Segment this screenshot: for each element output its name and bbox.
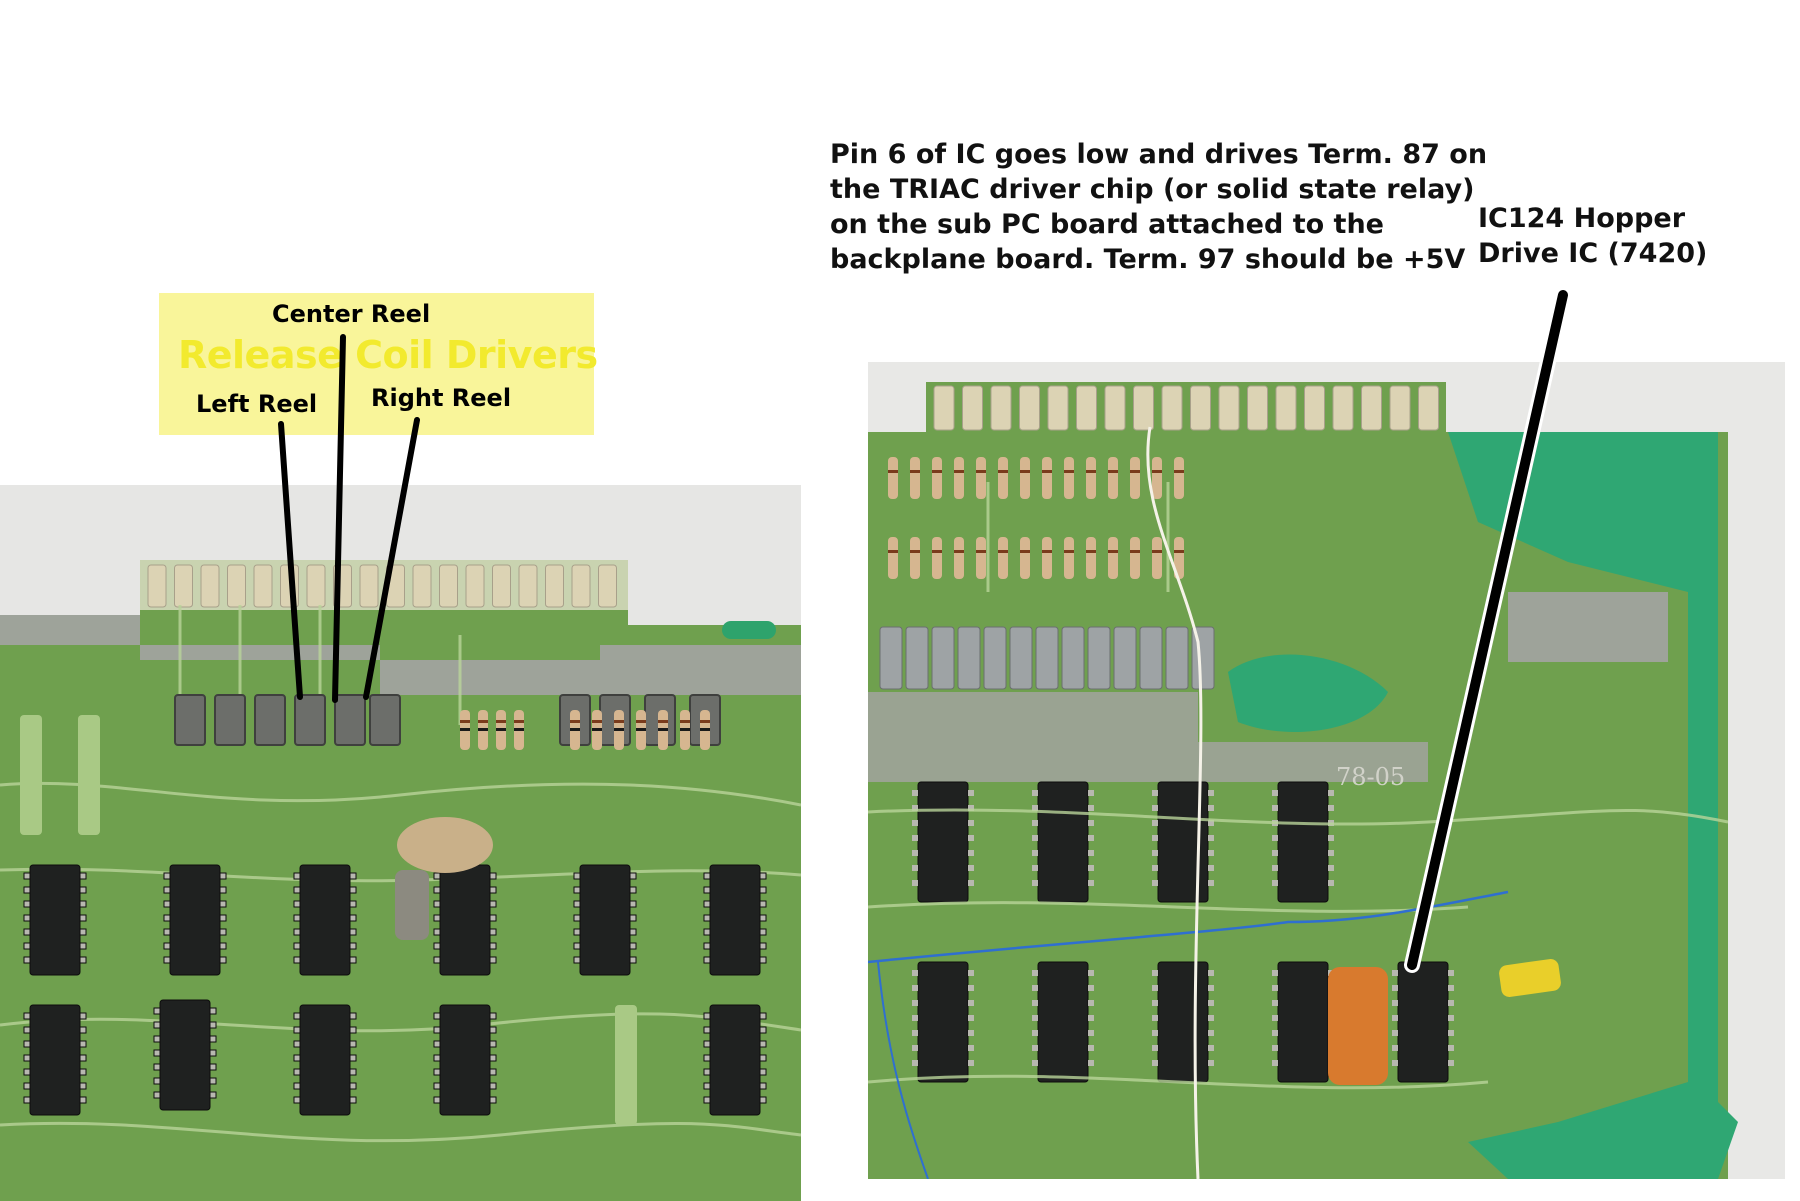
note-line: backplane board. Term. 97 should be +5V: [830, 244, 1466, 275]
pin6-explanation-note: Pin 6 of IC goes low and drives Term. 87…: [830, 137, 1487, 277]
ic124-label: IC124 Hopper Drive IC (7420): [1478, 201, 1707, 271]
right-reel-label: Right Reel: [371, 384, 512, 412]
center-reel-label: Center Reel: [272, 300, 431, 328]
left-reel-label: Left Reel: [196, 390, 318, 418]
right-board-photo: 78-05: [868, 362, 1785, 1179]
ic-label-line: IC124 Hopper: [1478, 203, 1686, 234]
release-coil-callout-box: [159, 293, 594, 435]
note-line: on the sub PC board attached to the: [830, 209, 1384, 240]
release-coil-drivers-title: Release Coil Drivers: [178, 333, 598, 377]
left-board-illustration: [0, 485, 801, 1201]
right-board-illustration: 78-05: [868, 362, 1785, 1179]
note-line: Pin 6 of IC goes low and drives Term. 87…: [830, 139, 1488, 170]
note-line: the TRIAC driver chip (or solid state re…: [830, 174, 1475, 205]
ic-label-line: Drive IC (7420): [1478, 238, 1708, 269]
board-marking: 78-05: [1336, 763, 1405, 791]
left-board-photo: [0, 485, 801, 1201]
